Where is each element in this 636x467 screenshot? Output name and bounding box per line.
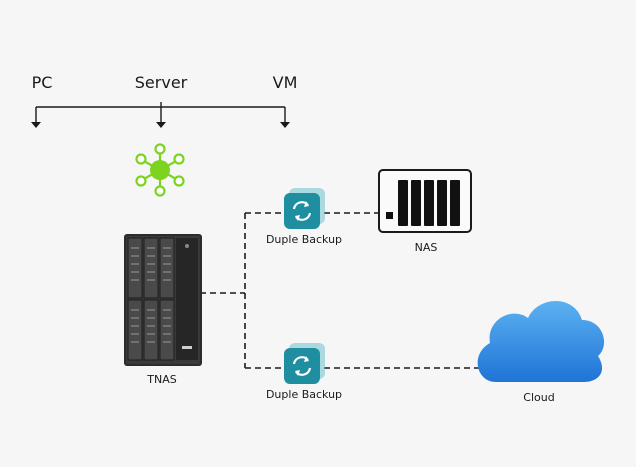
tnas-label: TNAS — [147, 373, 177, 386]
vm-arrow — [280, 122, 290, 128]
server-arrow — [156, 122, 166, 128]
source-vm-label: VM — [272, 73, 298, 92]
pc-arrow — [31, 122, 41, 128]
source-pc-label: PC — [31, 73, 53, 92]
backup-nas-label: Duple Backup — [265, 233, 343, 246]
source-server-label: Server — [134, 73, 188, 92]
nas-label: NAS — [414, 241, 438, 254]
backup-cloud-label: Duple Backup — [265, 388, 343, 401]
cloud-label: Cloud — [523, 391, 555, 404]
